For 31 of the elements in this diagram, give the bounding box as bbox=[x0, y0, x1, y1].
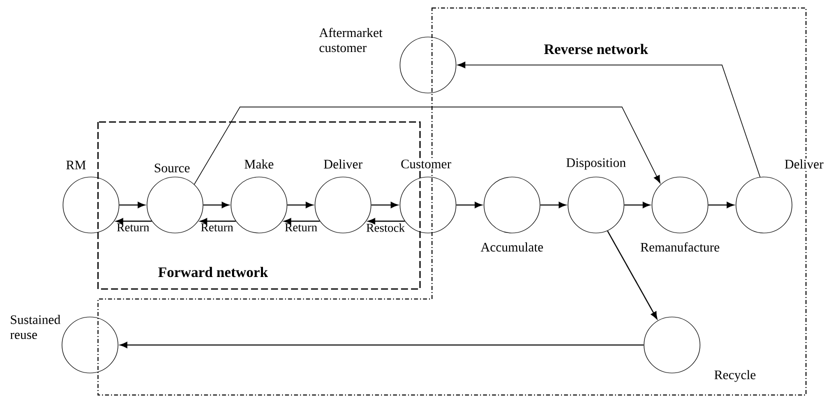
arrow bbox=[708, 202, 734, 208]
arrow bbox=[540, 202, 566, 208]
arrow bbox=[116, 218, 152, 224]
arrow bbox=[194, 106, 660, 185]
arrow bbox=[203, 202, 230, 208]
edge-label: Return bbox=[285, 223, 318, 232]
node-label: Deliver bbox=[784, 159, 824, 169]
arrow bbox=[200, 218, 236, 224]
edge-label: Return bbox=[117, 223, 150, 232]
arrow bbox=[287, 202, 314, 208]
arrow bbox=[371, 202, 398, 208]
node-label: Source bbox=[154, 164, 190, 172]
node-label: Aftermarket customer bbox=[319, 28, 382, 52]
node-label: Recycle bbox=[714, 370, 756, 382]
node-label: Deliver bbox=[324, 159, 362, 169]
node-label: Sustained reuse bbox=[10, 314, 60, 340]
arrow bbox=[284, 218, 320, 224]
arrow bbox=[624, 202, 650, 208]
node-label: RM bbox=[66, 160, 86, 170]
node-label: Customer bbox=[401, 160, 452, 168]
arrow bbox=[456, 202, 482, 208]
arrow bbox=[368, 218, 405, 224]
node-label: Remanufacture bbox=[640, 242, 720, 252]
edge-label: Return bbox=[201, 223, 234, 232]
arrow bbox=[607, 230, 658, 320]
arrow bbox=[120, 342, 644, 348]
node-label: Make bbox=[244, 159, 274, 169]
node-label: Disposition bbox=[566, 158, 626, 170]
arrow bbox=[457, 62, 760, 178]
arrow bbox=[119, 202, 146, 208]
node-label: Accumulate bbox=[480, 242, 543, 252]
